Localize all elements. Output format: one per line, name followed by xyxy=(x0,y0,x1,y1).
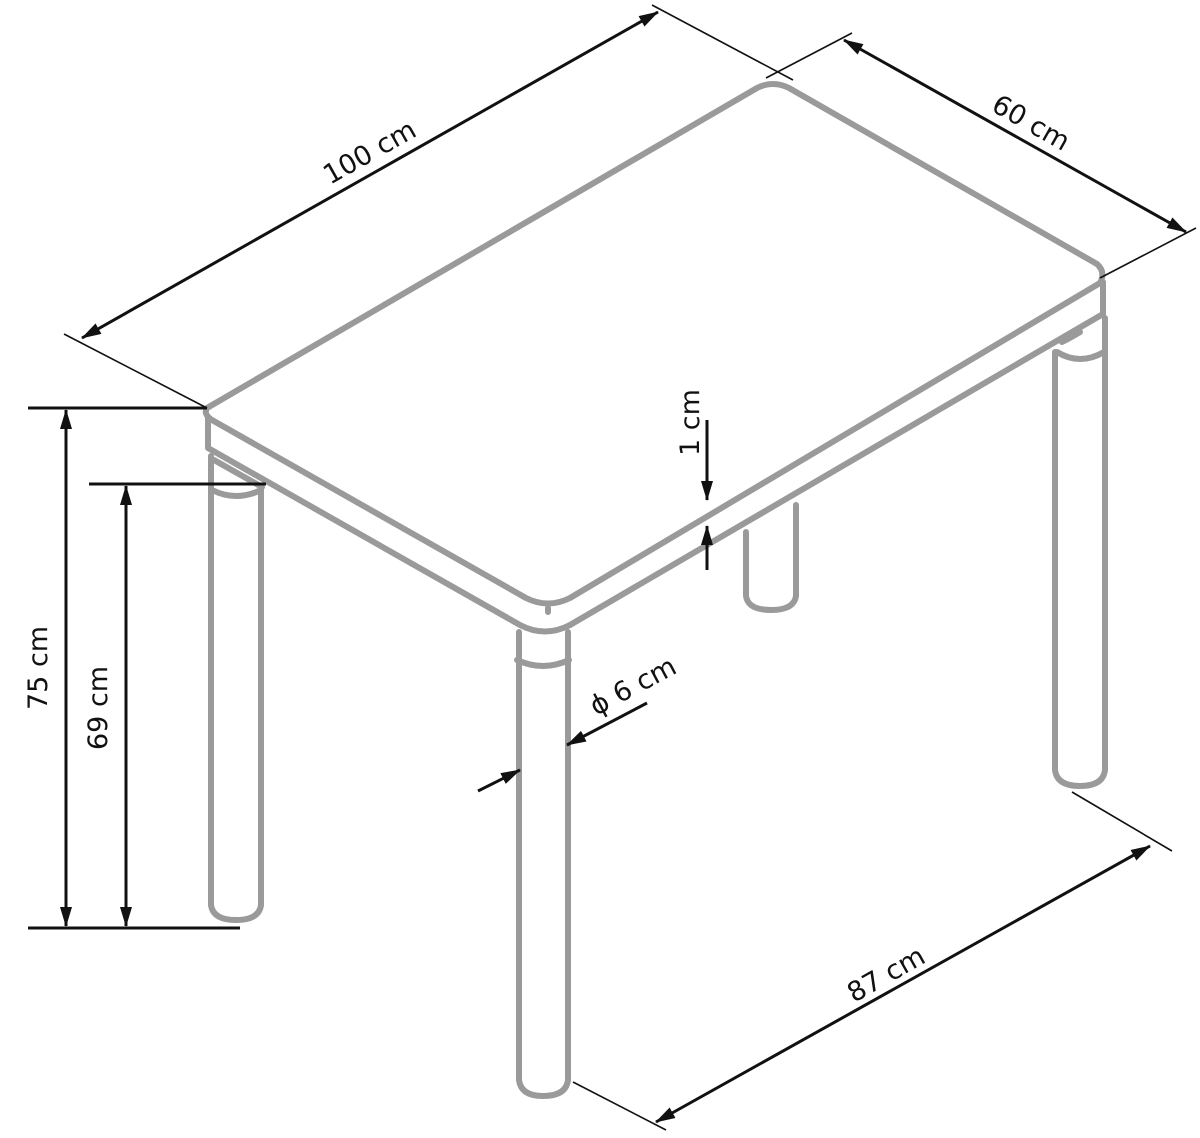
length-dimension-line xyxy=(81,10,659,340)
leg-back-center xyxy=(743,502,799,613)
diameter-line-left xyxy=(477,768,521,793)
extension-line xyxy=(765,32,853,79)
apron-right-inner xyxy=(1059,329,1083,345)
total-height-label: 75 cm xyxy=(23,626,54,710)
tabletop-edge-left xyxy=(205,415,573,635)
extension-line xyxy=(572,1081,667,1131)
width-label: 60 cm xyxy=(987,89,1075,157)
width-dimension-line xyxy=(843,38,1187,234)
extension-line xyxy=(1099,227,1197,279)
thickness-label: 1 cm xyxy=(675,389,706,456)
leg-spacing-label: 87 cm xyxy=(842,941,930,1009)
leg-height-label: 69 cm xyxy=(83,666,114,750)
dimension-width: 60 cm xyxy=(765,32,1197,279)
length-label: 100 cm xyxy=(318,114,421,191)
dimension-top-thickness: 1 cm xyxy=(675,389,713,570)
dimension-leg-diameter: ϕ 6 cm xyxy=(477,651,682,793)
leg-right xyxy=(1052,315,1108,789)
diameter-line-right xyxy=(566,701,648,747)
extension-line xyxy=(63,333,208,409)
extension-line xyxy=(651,4,794,81)
tabletop-edge-right xyxy=(567,279,1106,628)
dimension-leg-spacing: 87 cm xyxy=(572,791,1173,1131)
leg-front-center xyxy=(514,629,572,1099)
dimension-leg-height: 69 cm xyxy=(83,482,266,927)
table-illustration xyxy=(202,81,1108,1099)
dimension-total-height: 75 cm xyxy=(23,406,240,930)
leg-front-left xyxy=(208,453,264,923)
dimension-length: 100 cm xyxy=(63,4,794,409)
leg-spacing-dimension-line xyxy=(655,844,1151,1124)
extension-line xyxy=(1071,791,1173,852)
